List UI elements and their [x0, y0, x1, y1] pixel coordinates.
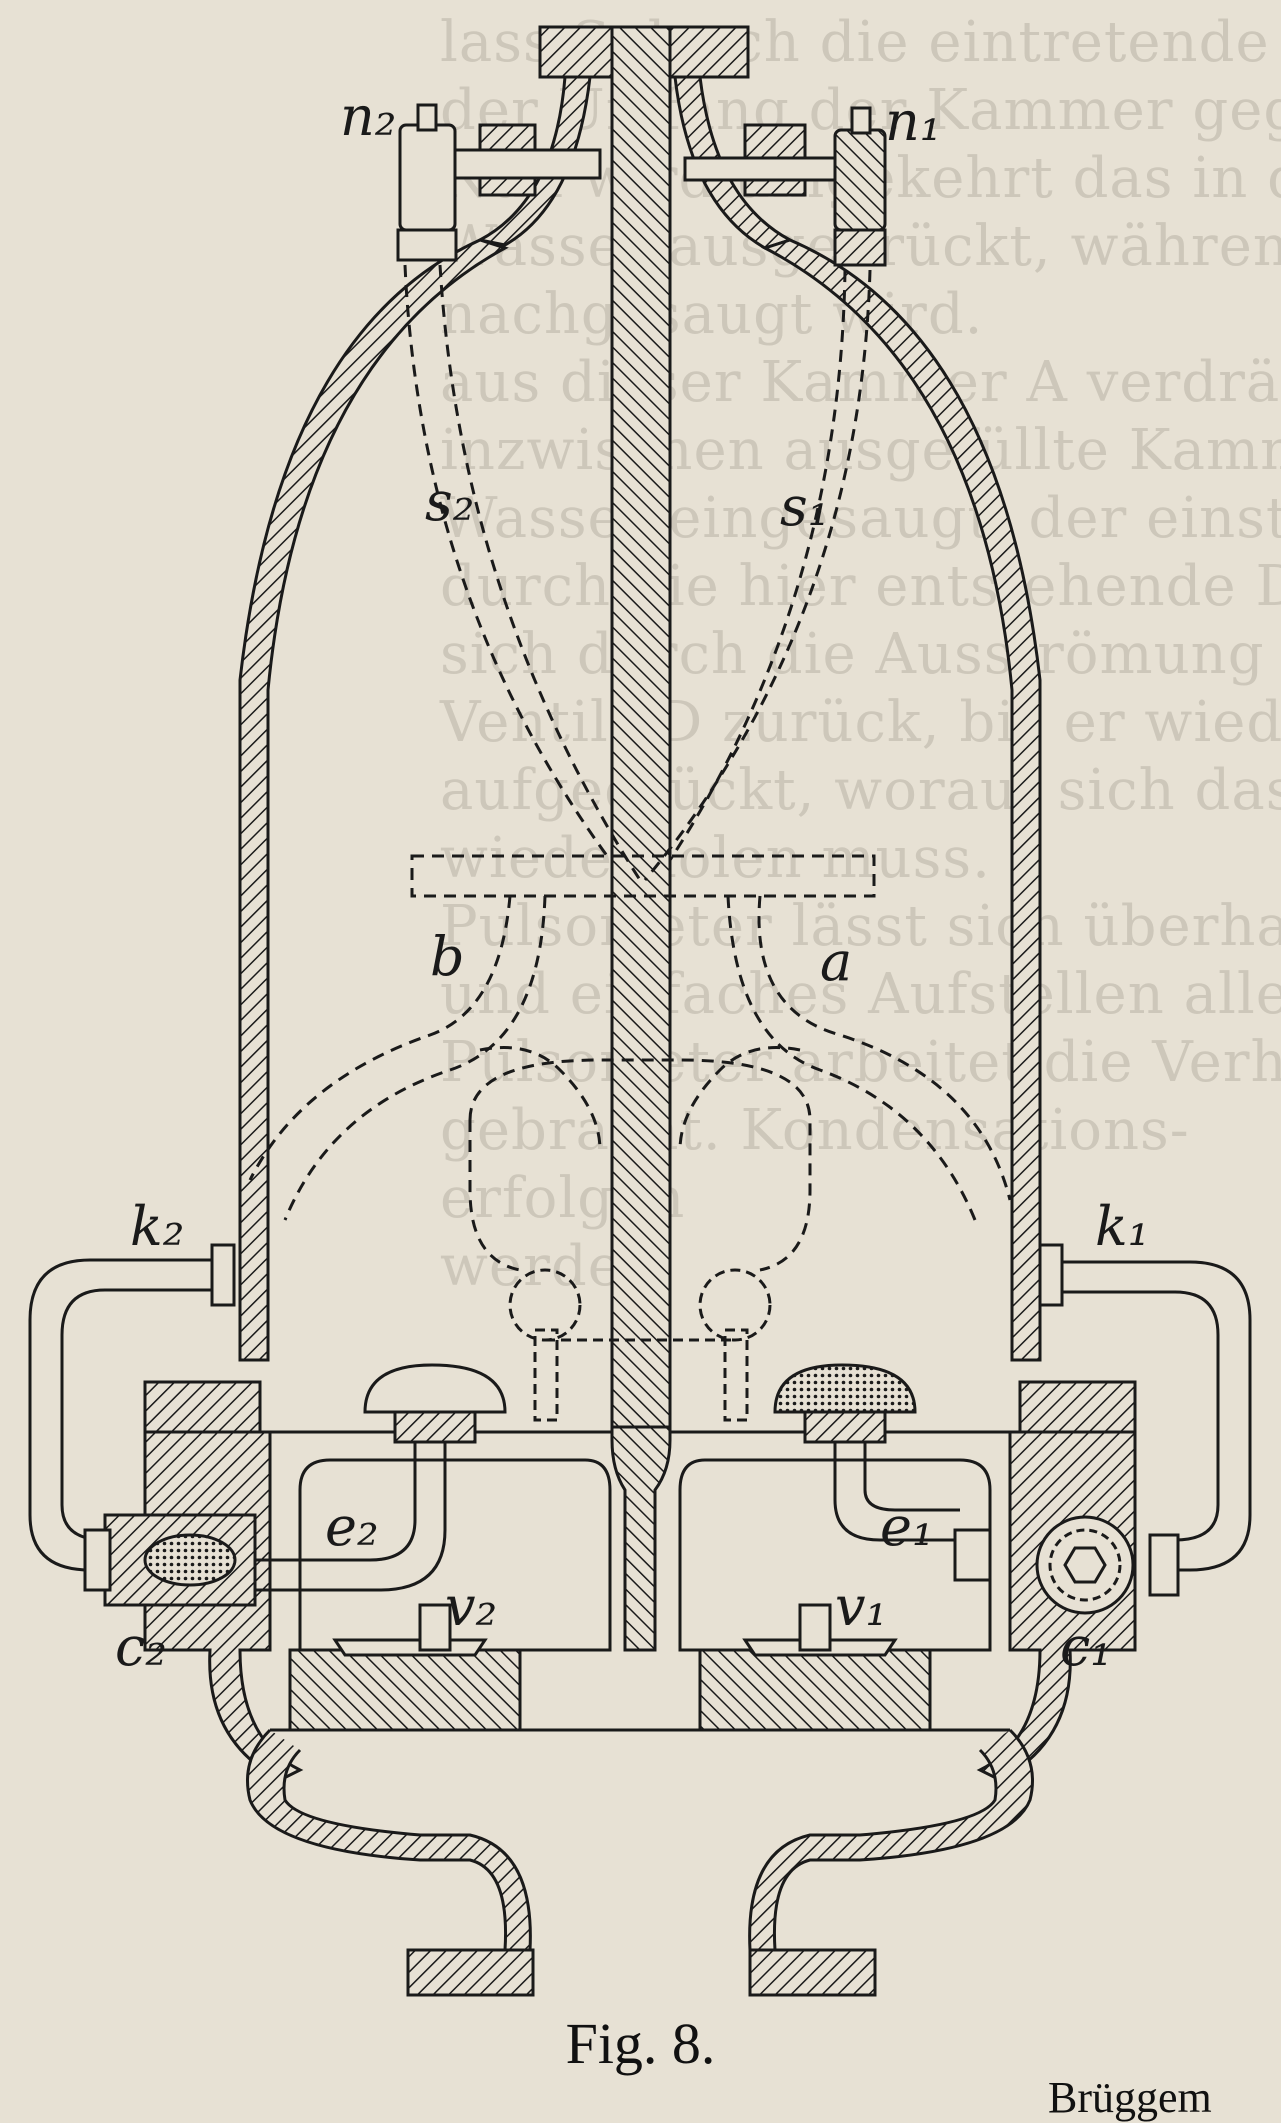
bypass-pipe-k1: [1062, 1260, 1252, 1572]
nut-e1: [953, 1528, 992, 1582]
label-c1: c₁: [1060, 1615, 1112, 1678]
valve-body-right: [833, 128, 887, 232]
dashed-ball-right: [698, 1268, 772, 1342]
dashed-tube-s1: [643, 269, 872, 881]
nut-c1: [1148, 1533, 1180, 1597]
label-b: b: [430, 925, 465, 988]
valve-nut-right: [833, 228, 887, 267]
label-v2: v₂: [445, 1575, 497, 1638]
check-valve-seat-right: [803, 1410, 887, 1444]
label-e1: e₁: [880, 1495, 934, 1558]
outlet-flange-right: [748, 1948, 877, 1997]
valve-stem-right: [850, 106, 872, 135]
valve-disc-v2: [332, 1638, 488, 1657]
chamber-right-lower: [678, 1458, 992, 1652]
label-n1: n₁: [885, 90, 941, 153]
fitting-c1-hex: [1063, 1546, 1107, 1584]
lower-partition: [610, 1425, 672, 1652]
check-valve-seat-left: [393, 1410, 477, 1444]
valve-bolt-v2: [418, 1603, 452, 1652]
pipe-e2: [240, 1442, 447, 1592]
valve-stem-left: [416, 103, 438, 132]
fitting-c2-core: [143, 1533, 237, 1587]
dashed-chamber-a: [726, 895, 1012, 1221]
label-c2: c₂: [115, 1615, 167, 1678]
dashed-crossbar: [410, 854, 876, 898]
body-wall-left: [238, 238, 509, 1362]
flange-plate-left: [143, 1380, 262, 1434]
chamber-left-lower: [298, 1458, 612, 1652]
check-valve-head-left: [363, 1363, 507, 1414]
steam-pipe-right: [683, 156, 842, 182]
dashed-stem-right: [723, 1328, 749, 1422]
label-v1: v₁: [835, 1575, 887, 1638]
central-partition: [610, 25, 672, 1429]
dashed-stem-left: [533, 1328, 559, 1422]
dashed-tube-s2: [403, 264, 642, 881]
label-s1: s₁: [780, 475, 829, 538]
bypass-pipe-k2: [28, 1258, 215, 1572]
pipe-e1: [833, 1442, 960, 1542]
dashed-bulb-left: [479, 1046, 602, 1151]
valve-seat-v2: [288, 1648, 522, 1732]
figure-caption: Fig. 8.: [565, 2011, 716, 2076]
footer-text: Brüggem: [1048, 2073, 1212, 2122]
nut-c2: [83, 1528, 112, 1592]
bottom-bowl: [246, 1728, 1034, 1987]
valve-body-left: [398, 123, 457, 232]
outlet-flange-left: [406, 1948, 535, 1997]
label-a: a: [820, 930, 852, 993]
steam-pipe-left: [448, 148, 602, 180]
dashed-chamber-b: [248, 895, 547, 1221]
label-n2: n₂: [340, 85, 396, 148]
check-valve-head-right: [773, 1363, 917, 1414]
flange-plate-right: [1018, 1380, 1137, 1434]
valve-bolt-v1: [798, 1603, 832, 1652]
dashed-bulb-right: [678, 1046, 801, 1151]
valve-seat-v1: [698, 1648, 932, 1732]
valve-nut-left: [396, 228, 458, 262]
label-k2: k₂: [130, 1195, 184, 1258]
label-s2: s₂: [425, 470, 474, 533]
bypass-flange-k2: [210, 1243, 236, 1307]
label-e2: e₂: [325, 1495, 379, 1558]
bypass-flange-k1: [1038, 1243, 1064, 1307]
label-k1: k₁: [1095, 1195, 1149, 1258]
dashed-inner-loop: [468, 1058, 812, 1272]
body-wall-right: [761, 238, 1042, 1362]
